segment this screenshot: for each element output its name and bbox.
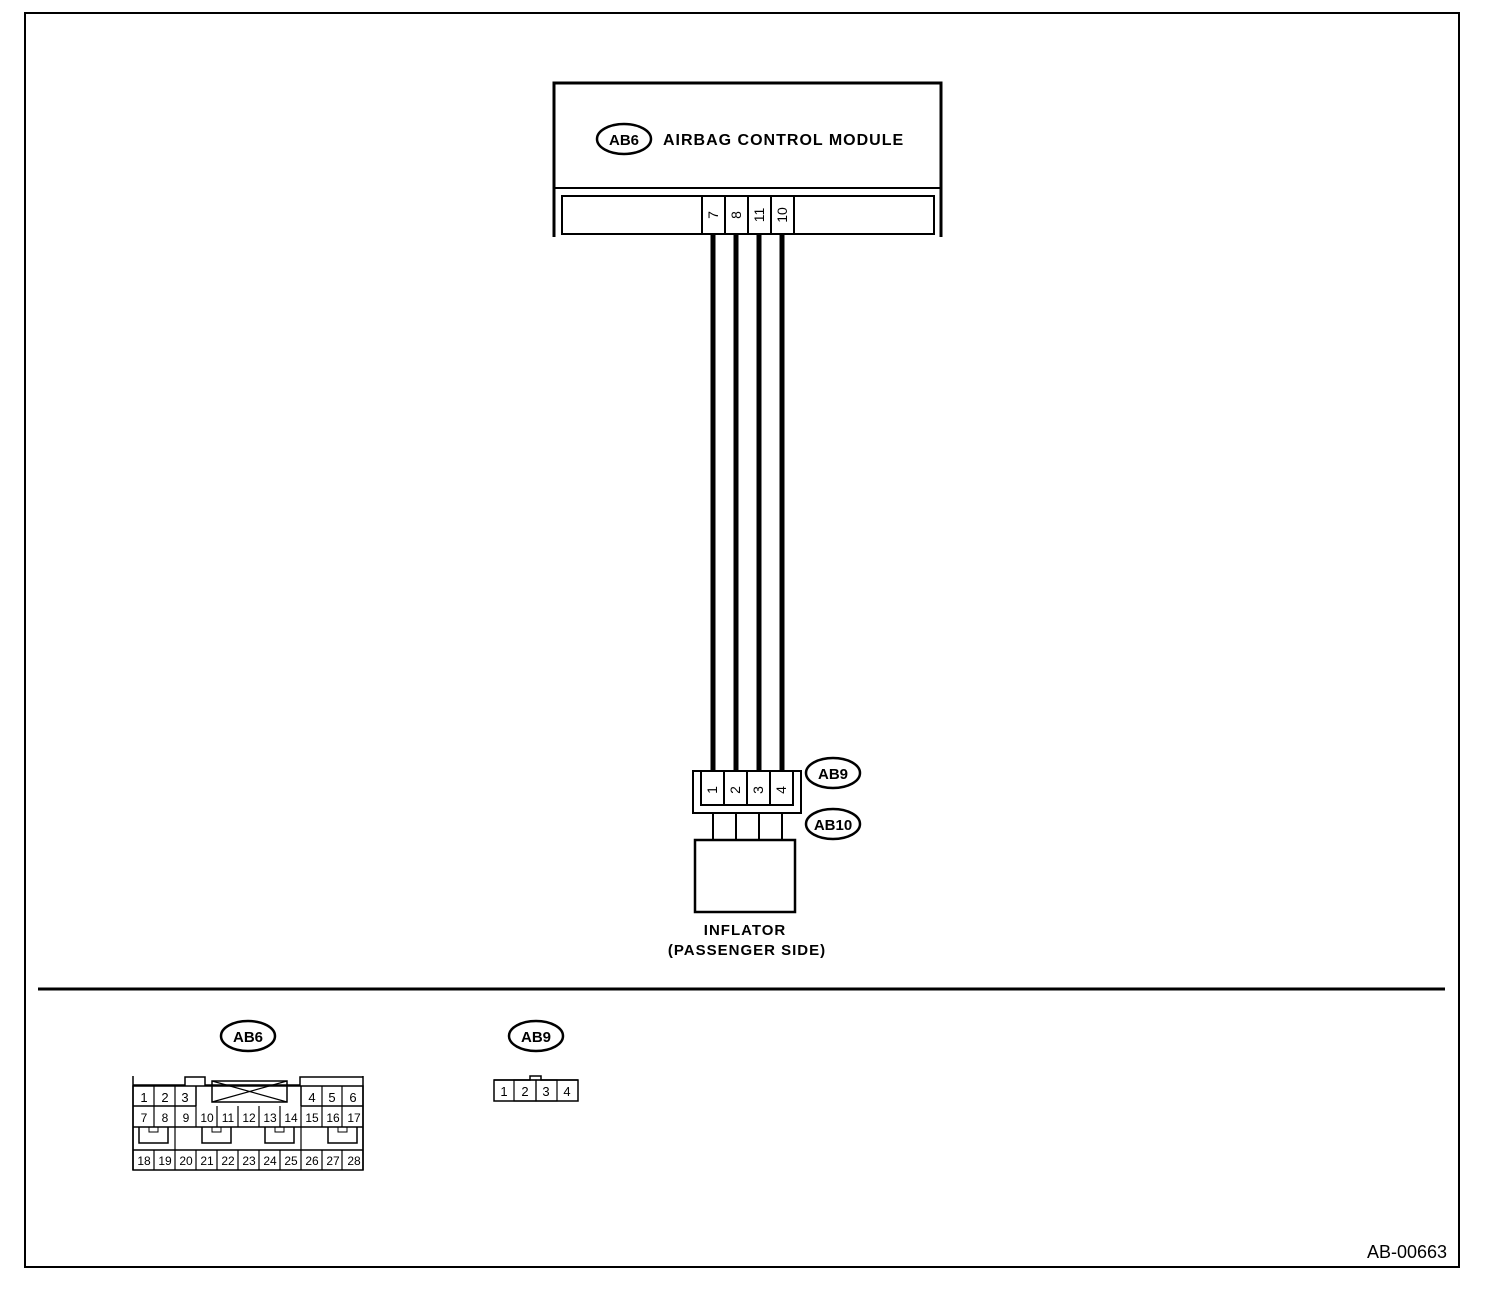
ab6-pin: 5 xyxy=(328,1090,335,1105)
connector-pin: 18 xyxy=(137,1154,151,1168)
connector-pin: 15 xyxy=(305,1111,319,1125)
ab6-pin: 4 xyxy=(308,1090,315,1105)
inflator-pin-label: 3 xyxy=(750,786,766,794)
inflator-pin-label: 4 xyxy=(773,786,789,794)
ab6-pin: 2 xyxy=(161,1090,168,1105)
module-connector-tag-oval xyxy=(595,122,653,156)
connector-pin: 13 xyxy=(263,1111,277,1125)
connector-pin: 3 xyxy=(542,1084,549,1099)
connector-pin: 21 xyxy=(200,1154,214,1168)
ab6-pin: 3 xyxy=(181,1090,188,1105)
figure-code: AB-00663 xyxy=(1367,1242,1447,1262)
connector-pin: 23 xyxy=(242,1154,256,1168)
ab6-key xyxy=(211,1080,288,1103)
harness-wires xyxy=(710,234,785,771)
connector-pin: 4 xyxy=(563,1084,570,1099)
inflator-label-line1: INFLATOR xyxy=(704,922,786,939)
ab6-pin: 6 xyxy=(349,1090,356,1105)
ab6-row1-left-pins: 1 2 3 xyxy=(140,1090,188,1105)
connector-pin: 2 xyxy=(521,1084,528,1099)
airbag-control-module: AB6 AIRBAG CONTROL MODULE 7 8 11 10 xyxy=(552,81,943,237)
connector-pin: 27 xyxy=(326,1154,340,1168)
module-title: AIRBAG CONTROL MODULE xyxy=(663,132,904,149)
inflator-pin-label: 2 xyxy=(727,786,743,794)
connector-pin: 28 xyxy=(347,1154,361,1168)
figure-frame xyxy=(24,12,1460,1268)
connector-pin: 24 xyxy=(263,1154,277,1168)
ab6-view-tag-oval xyxy=(219,1019,277,1053)
inflator-body xyxy=(693,838,797,914)
ab9-tag: AB9 xyxy=(818,766,848,783)
connector-pin: 11 xyxy=(222,1111,235,1125)
ab6-row3-pins: 18 19 20 21 22 23 24 25 26 27 28 xyxy=(137,1154,361,1168)
connector-pin: 10 xyxy=(200,1111,214,1125)
ab9-view-tag: AB9 xyxy=(521,1029,551,1046)
connector-pin: 9 xyxy=(183,1111,190,1125)
module-pin-cells xyxy=(701,196,795,234)
module-connector-tag: AB6 xyxy=(609,132,639,149)
module-pin-label: 11 xyxy=(751,208,767,223)
ab10-tag: AB10 xyxy=(814,817,852,834)
ab9-tag-oval xyxy=(804,756,862,790)
inflator-pin-label: 1 xyxy=(704,786,720,794)
ab9-view-tag-oval xyxy=(507,1019,565,1053)
ab10-tag-oval xyxy=(804,807,862,841)
connector-pin: 16 xyxy=(326,1111,340,1125)
module-pin-label: 7 xyxy=(705,211,721,219)
module-pin-label: 10 xyxy=(774,207,790,223)
connector-pin: 7 xyxy=(141,1111,148,1125)
connector-pin: 1 xyxy=(500,1084,507,1099)
connector-pin: 19 xyxy=(158,1154,172,1168)
ab6-connector-view: AB6 xyxy=(132,1019,364,1171)
inflator-connector: 1 2 3 4 AB9 AB10 xyxy=(692,756,862,841)
connector-pin: 26 xyxy=(305,1154,319,1168)
connector-pin: 12 xyxy=(242,1111,256,1125)
connector-pin: 20 xyxy=(179,1154,193,1168)
connector-pin: 14 xyxy=(284,1111,298,1125)
ab6-row1-right-pins: 4 5 6 xyxy=(308,1090,356,1105)
connector-pin: 17 xyxy=(347,1111,361,1125)
connector-pin: 25 xyxy=(284,1154,298,1168)
connector-pin: 22 xyxy=(221,1154,235,1168)
module-pin-label: 8 xyxy=(728,211,744,219)
inflator: INFLATOR (PASSENGER SIDE) xyxy=(668,838,826,959)
ab6-view-tag: AB6 xyxy=(233,1029,263,1046)
ab6-pin: 1 xyxy=(140,1090,147,1105)
connector-pin: 8 xyxy=(162,1111,169,1125)
inflator-label-line2: (PASSENGER SIDE) xyxy=(668,942,826,959)
